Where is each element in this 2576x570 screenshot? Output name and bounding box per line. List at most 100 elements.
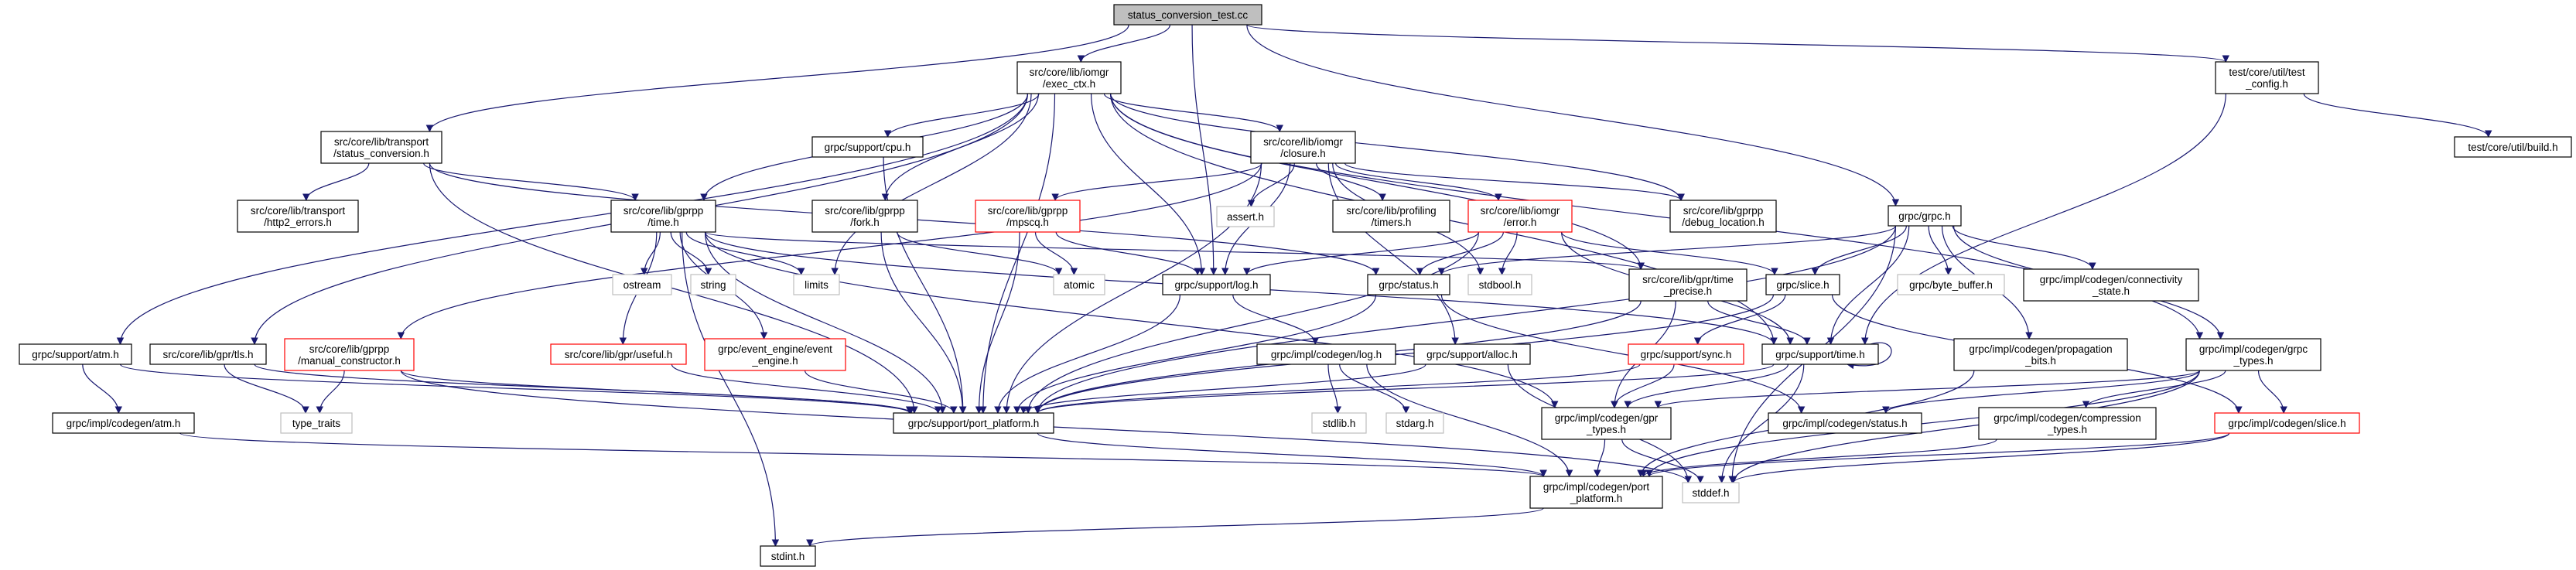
node-label: stddef.h <box>1692 487 1729 499</box>
node-gtime[interactable]: src/core/lib/gprpp/time.h <box>610 200 716 233</box>
node-ostream[interactable]: ostream <box>612 274 672 295</box>
edge-status_conv-to-port <box>429 162 918 414</box>
node-compression[interactable]: grpc/impl/codegen/compression_types.h <box>1978 407 2157 440</box>
edge-root-to-grpc_h <box>1246 24 1900 206</box>
edge-mpscq-to-atomic <box>1034 231 1078 275</box>
edge-alloc-to-port <box>1020 364 1426 414</box>
node-timers[interactable]: src/core/lib/profiling/timers.h <box>1332 200 1450 233</box>
node-tls[interactable]: src/core/lib/gpr/tls.h <box>149 343 267 365</box>
node-byte_buffer[interactable]: grpc/byte_buffer.h <box>1897 274 2005 295</box>
node-grpc_h[interactable]: grpc/grpc.h <box>1888 205 1962 227</box>
node-mpscq[interactable]: src/core/lib/gprpp/mpscq.h <box>975 200 1081 233</box>
nodes-layer: status_conversion_test.cc src/core/lib/io… <box>19 4 2572 567</box>
edge-atm_c-to-cport <box>179 432 1547 477</box>
node-box <box>19 343 132 365</box>
node-time_precise[interactable]: src/core/lib/gpr/time_precise.h <box>1628 268 1748 302</box>
node-sync[interactable]: grpc/support/sync.h <box>1628 343 1744 365</box>
edge-closure-to-assert <box>1247 162 1295 207</box>
node-slice[interactable]: grpc/slice.h <box>1765 274 1840 295</box>
node-grpc_types[interactable]: grpc/impl/codegen/grpc_types.h <box>2185 338 2321 371</box>
edge-slice-to-sync <box>1693 294 1786 345</box>
node-label: grpc/byte_buffer.h <box>1909 279 1993 291</box>
node-box <box>1682 482 1740 503</box>
node-cport[interactable]: grpc/impl/codegen/port_platform.h <box>1529 476 1663 509</box>
node-cstatus[interactable]: grpc/impl/codegen/status.h <box>1768 412 1922 434</box>
node-label: grpc/grpc.h <box>1898 210 1951 222</box>
edge-mpscq-to-log <box>1055 231 1201 275</box>
node-box <box>320 131 442 164</box>
node-event_engine[interactable]: grpc/event_engine/event_engine.h <box>704 338 846 371</box>
node-error[interactable]: src/core/lib/iomgr/error.h <box>1467 200 1573 233</box>
node-box <box>811 136 924 158</box>
node-stdbool[interactable]: stdbool.h <box>1467 274 1532 295</box>
node-box <box>1367 274 1450 295</box>
edge-exec_ctx-to-cpu <box>883 93 1040 138</box>
node-connectivity[interactable]: grpc/impl/codegen/connectivity_state.h <box>2023 268 2199 302</box>
node-stdarg[interactable]: stdarg.h <box>1385 412 1444 434</box>
node-atomic[interactable]: atomic <box>1053 274 1105 295</box>
node-manual[interactable]: src/core/lib/gprpp/manual_constructor.h <box>284 338 415 371</box>
edge-root-to-test_config <box>1246 24 2229 63</box>
node-http2[interactable]: src/core/lib/transport/http2_errors.h <box>237 200 359 233</box>
node-limits[interactable]: limits <box>793 274 840 295</box>
node-alloc[interactable]: grpc/support/alloc.h <box>1413 343 1531 365</box>
node-propagation[interactable]: grpc/impl/codegen/propagation_bits.h <box>1953 338 2128 371</box>
node-gpr_types[interactable]: grpc/impl/codegen/gpr_types.h <box>1541 407 1672 440</box>
node-box <box>1953 338 2128 371</box>
node-box <box>1016 61 1122 94</box>
node-status_conv[interactable]: src/core/lib/transport/status_conversion… <box>320 131 442 164</box>
node-label: /error.h <box>1504 217 1537 228</box>
node-atm_c[interactable]: grpc/impl/codegen/atm.h <box>52 412 195 434</box>
node-fork[interactable]: src/core/lib/gprpp/fork.h <box>811 200 918 233</box>
node-label: grpc/event_engine/event <box>718 343 832 355</box>
edge-grpc_h-to-connectivity <box>1952 225 2096 270</box>
node-box <box>2215 61 2319 94</box>
edge-grpc_types-to-cslice <box>2257 370 2287 414</box>
edge-exec_ctx-to-log <box>1090 93 1206 275</box>
node-label: src/core/lib/transport <box>334 136 429 148</box>
node-clog[interactable]: grpc/impl/codegen/log.h <box>1256 343 1396 365</box>
node-label: grpc/status.h <box>1379 279 1438 291</box>
node-build[interactable]: test/core/util/build.h <box>2454 136 2572 158</box>
node-stdlib[interactable]: stdlib.h <box>1311 412 1367 434</box>
node-test_config[interactable]: test/core/util/test_config.h <box>2215 61 2319 94</box>
node-atm[interactable]: grpc/support/atm.h <box>19 343 132 365</box>
node-label: grpc/impl/codegen/log.h <box>1271 349 1382 360</box>
node-string[interactable]: string <box>690 274 736 295</box>
node-box <box>612 274 672 295</box>
node-label: status_conversion_test.cc <box>1128 9 1249 21</box>
node-port[interactable]: grpc/support/port_platform.h <box>893 412 1054 434</box>
node-stime[interactable]: grpc/support/time.h <box>1761 343 1879 365</box>
node-log[interactable]: grpc/support/log.h <box>1162 274 1271 295</box>
node-box <box>1669 200 1777 233</box>
node-cslice[interactable]: grpc/impl/codegen/slice.h <box>2214 412 2360 434</box>
node-stddef[interactable]: stddef.h <box>1682 482 1740 503</box>
node-box <box>704 338 846 371</box>
node-box <box>2454 136 2572 158</box>
node-assert[interactable]: assert.h <box>1216 206 1275 227</box>
node-type_traits[interactable]: type_traits <box>280 412 353 434</box>
node-label: grpc/impl/codegen/propagation <box>1969 343 2112 355</box>
node-useful[interactable]: src/core/lib/gpr/useful.h <box>550 343 687 365</box>
node-status[interactable]: grpc/status.h <box>1367 274 1450 295</box>
node-label: grpc/impl/codegen/grpc <box>2199 343 2308 355</box>
edge-time_precise-to-stime <box>1707 300 1811 345</box>
node-label: grpc/support/port_platform.h <box>908 418 1040 429</box>
edge-log-to-port <box>994 294 1180 414</box>
node-root[interactable]: status_conversion_test.cc <box>1113 4 1262 26</box>
edge-exec_ctx-to-atm <box>116 93 1028 345</box>
node-label: src/core/lib/gprpp <box>309 343 390 355</box>
edge-cpu-to-port <box>883 156 967 414</box>
node-box <box>1628 343 1744 365</box>
node-label: _config.h <box>2245 78 2288 90</box>
node-closure[interactable]: src/core/lib/iomgr/closure.h <box>1250 131 1356 164</box>
node-debug_loc[interactable]: src/core/lib/gprpp/debug_location.h <box>1669 200 1777 233</box>
edge-status_conv-to-gtime <box>423 162 639 201</box>
node-stdint[interactable]: stdint.h <box>760 545 816 567</box>
node-label: _bits.h <box>2024 355 2056 367</box>
node-cpu[interactable]: grpc/support/cpu.h <box>811 136 924 158</box>
node-box <box>811 200 918 233</box>
edge-gpr_types-to-stddef <box>1621 439 1704 483</box>
node-exec_ctx[interactable]: src/core/lib/iomgr/exec_ctx.h <box>1016 61 1122 94</box>
edge-stime-to-stddef <box>1717 364 1805 483</box>
